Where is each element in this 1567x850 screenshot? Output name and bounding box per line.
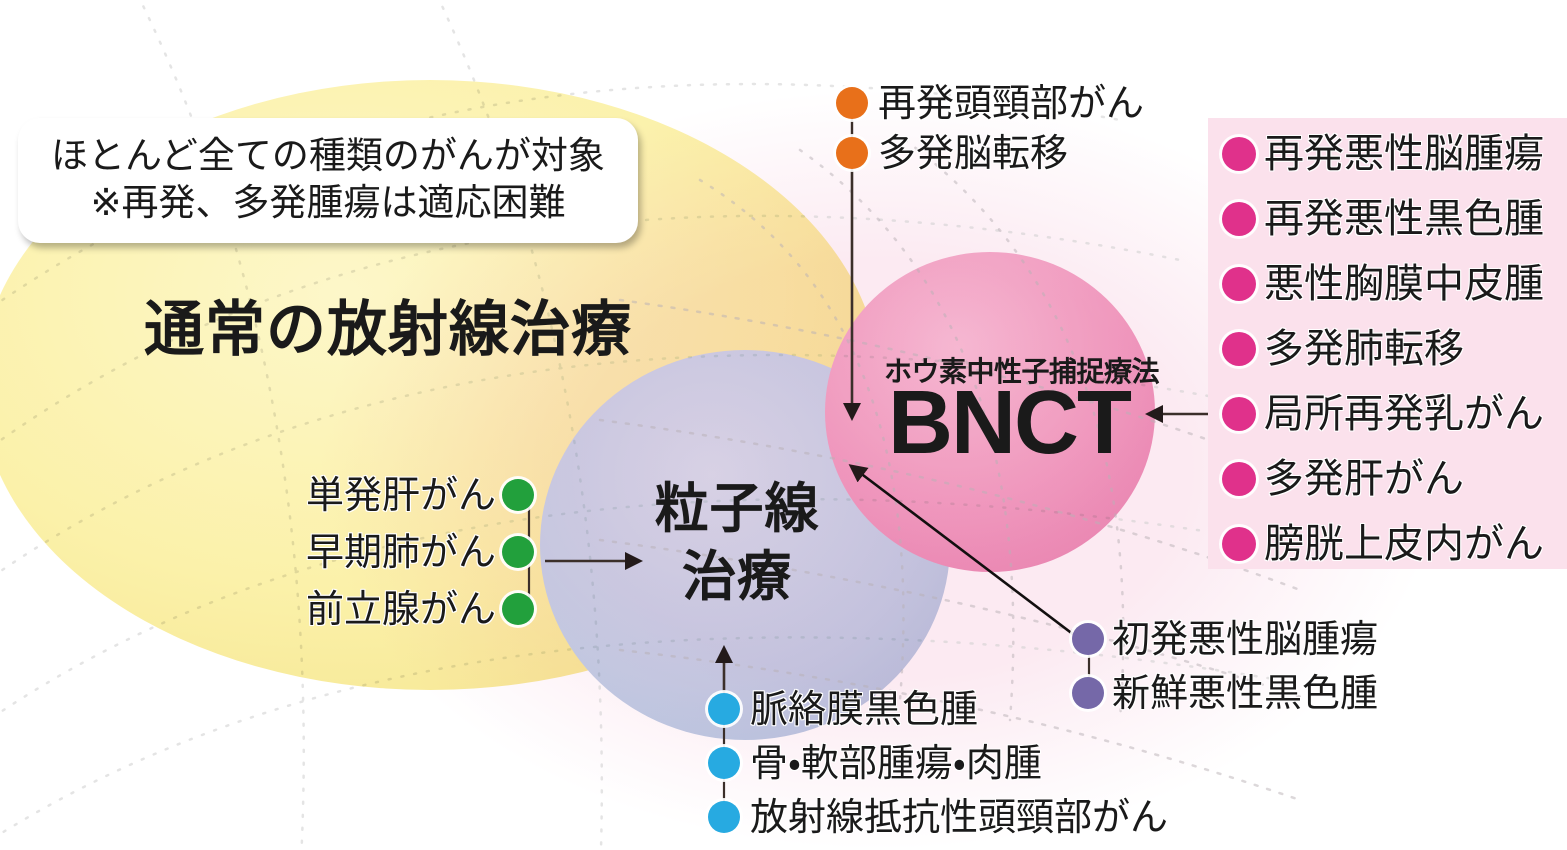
blue-item-label: 放射線抵抗性頭頸部がん <box>750 795 1169 839</box>
list-item: 早期肺がん <box>306 530 535 574</box>
pink-item-label: 悪性胸膜中皮腫 <box>1264 261 1544 307</box>
purple-bullet-dot <box>1072 623 1104 655</box>
pink-item-label: 再発悪性脳腫瘍 <box>1264 131 1544 177</box>
list-item: 新鮮悪性黒色腫 <box>1072 674 1378 712</box>
green-indication-group: 単発肝がん 早期肺がん 前立腺がん <box>306 473 535 647</box>
green-bullet-dot <box>502 593 535 625</box>
pink-bullet-dot <box>1222 527 1256 561</box>
callout-line-2: ※再発、多発腫瘍は適応困難 <box>90 181 566 225</box>
pink-bullet-dot <box>1222 397 1256 431</box>
pink-item-label: 膀胱上皮内がん <box>1264 521 1544 567</box>
pink-indication-group: 再発悪性脳腫瘍 再発悪性黒色腫 悪性胸膜中皮腫 多発肺転移 局所再発乳がん 多発… <box>1222 134 1544 589</box>
list-item: 前立腺がん <box>306 587 535 631</box>
green-bullet-dot <box>502 536 535 568</box>
label-particle-beam-line2: 治療 <box>682 545 792 608</box>
blue-bullet-dot <box>708 801 740 833</box>
pink-item-label: 局所再発乳がん <box>1264 391 1544 437</box>
list-item: 局所再発乳がん <box>1222 394 1544 434</box>
list-item: 多発肝がん <box>1222 459 1544 499</box>
list-item: 多発脳転移 <box>836 134 1144 172</box>
label-bnct-acronym: BNCT <box>888 373 1132 473</box>
pink-bullet-dot <box>1222 332 1256 366</box>
purple-item-label: 新鮮悪性黒色腫 <box>1112 671 1379 715</box>
list-item: 単発肝がん <box>306 473 535 517</box>
green-item-label: 早期肺がん <box>306 530 497 574</box>
list-item: 再発悪性脳腫瘍 <box>1222 134 1544 174</box>
list-item: 再発頭頸部がん <box>836 84 1144 122</box>
label-conventional-radiotherapy: 通常の放射線治療 <box>144 295 632 365</box>
pink-item-label: 多発肺転移 <box>1264 326 1464 372</box>
list-item: 骨・軟部腫瘍・肉腫 <box>708 744 1168 782</box>
callout-bubble: ほとんど全ての種類のがんが対象 ※再発、多発腫瘍は適応困難 <box>18 118 638 243</box>
list-item: 放射線抵抗性頭頸部がん <box>708 798 1168 836</box>
green-bullet-dot <box>502 479 535 511</box>
list-item: 多発肺転移 <box>1222 329 1544 369</box>
blue-bullet-dot <box>708 747 740 779</box>
callout-line-1: ほとんど全ての種類のがんが対象 <box>51 134 605 177</box>
purple-arrow-to-bnct <box>848 464 1079 640</box>
pink-bullet-dot <box>1222 137 1256 171</box>
blue-item-label: 骨・軟部腫瘍・肉腫 <box>750 741 1042 785</box>
list-item: 初発悪性脳腫瘍 <box>1072 620 1378 658</box>
pink-item-label: 再発悪性黒色腫 <box>1264 196 1544 242</box>
pink-bullet-dot <box>1222 462 1256 496</box>
label-particle-beam-line1: 粒子線 <box>654 477 820 540</box>
orange-item-label: 再発頭頸部がん <box>878 81 1145 125</box>
pink-bullet-dot <box>1222 267 1256 301</box>
list-item: 膀胱上皮内がん <box>1222 524 1544 564</box>
pink-item-label: 多発肝がん <box>1264 456 1464 502</box>
pink-bullet-dot <box>1222 202 1256 236</box>
green-item-label: 前立腺がん <box>306 587 497 631</box>
purple-indication-group: 初発悪性脳腫瘍 新鮮悪性黒色腫 <box>1072 620 1378 728</box>
blue-item-label: 脈絡膜黒色腫 <box>750 687 979 731</box>
blue-bullet-dot <box>708 693 740 725</box>
orange-bullet-dot <box>836 137 868 169</box>
green-item-label: 単発肝がん <box>306 473 497 517</box>
list-item: 再発悪性黒色腫 <box>1222 199 1544 239</box>
list-item: 悪性胸膜中皮腫 <box>1222 264 1544 304</box>
orange-item-label: 多発脳転移 <box>878 131 1069 175</box>
purple-bullet-dot <box>1072 677 1104 709</box>
orange-indication-group: 再発頭頸部がん 多発脳転移 <box>836 84 1144 184</box>
purple-item-label: 初発悪性脳腫瘍 <box>1112 617 1379 661</box>
orange-bullet-dot <box>836 87 868 119</box>
